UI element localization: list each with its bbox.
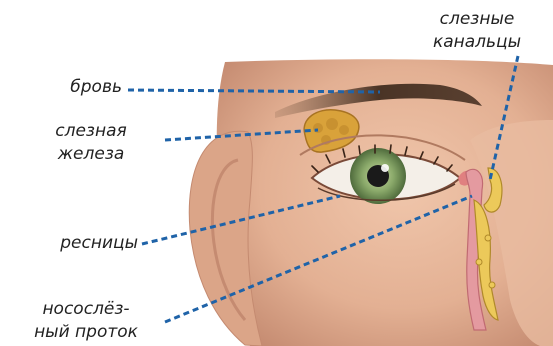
label-nasolacrimal-duct: носослёз- ный проток	[6, 298, 166, 344]
label-eyelashes: ресницы	[20, 232, 138, 255]
label-eyebrow: бровь	[44, 76, 122, 99]
label-lacrimal-gland: слезная железа	[20, 120, 162, 166]
label-lacrimal-canals-line2: канальцы	[404, 31, 550, 54]
label-nasolacrimal-duct-line2: ный проток	[6, 321, 166, 344]
label-nasolacrimal-duct-line1: носослёз-	[6, 298, 166, 321]
label-lacrimal-canals: слезные канальцы	[404, 8, 550, 54]
label-lacrimal-gland-line1: слезная	[20, 120, 162, 143]
label-lacrimal-gland-line2: железа	[20, 143, 162, 166]
label-lacrimal-canals-line1: слезные	[404, 8, 550, 31]
